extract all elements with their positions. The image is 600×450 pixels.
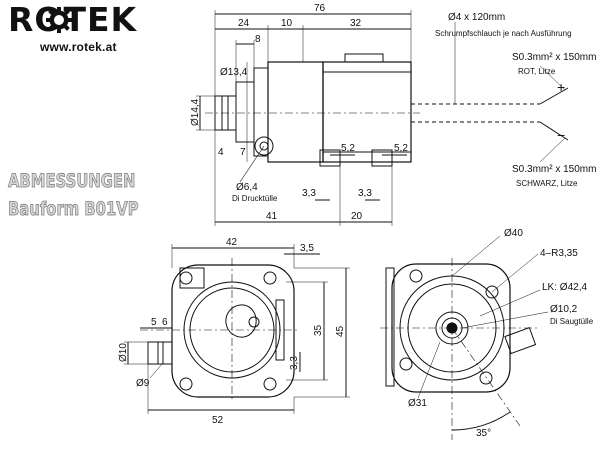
dim-dia-31: Ø31 (408, 398, 427, 409)
foot-right (371, 149, 393, 167)
dim-24: 24 (238, 18, 250, 29)
dim-3-5: 3,5 (300, 243, 314, 254)
rear-mount-hole (399, 357, 413, 371)
dim-dia-10: Ø10 (118, 343, 129, 362)
rotek-logo: ROTEK www.rotek.at (8, 0, 168, 55)
dim-3-3-a: 3,3 (302, 188, 316, 199)
dim-10: 10 (281, 18, 293, 29)
angle-arc (451, 411, 511, 431)
impeller-hub (248, 316, 260, 328)
dim-5-2-b: 5,2 (394, 143, 408, 154)
holes-label: 4–R3,35 (540, 248, 578, 259)
leader-line (461, 311, 549, 329)
leader-line (491, 253, 539, 293)
dim-45: 45 (335, 325, 346, 337)
side-view (196, 10, 569, 226)
dim-5: 5 (151, 317, 157, 328)
dim-41: 41 (266, 211, 278, 222)
dim-20: 20 (351, 211, 363, 222)
di-saugtuelle-label: Di Saugtülle (550, 317, 594, 326)
angle-line (451, 327, 521, 427)
dim-3-3-b: 3,3 (358, 188, 372, 199)
inlet-pipe (147, 341, 173, 365)
dim-76: 76 (314, 3, 326, 14)
rear-mount-hole (479, 371, 493, 385)
dim-dia-40: Ø40 (504, 228, 523, 239)
rear-mount-hole (485, 285, 499, 299)
leader-line (539, 137, 566, 163)
mount-hole (263, 377, 277, 391)
dim-8: 8 (255, 34, 261, 45)
leader-line (149, 363, 163, 379)
outlet-pipe (504, 327, 537, 355)
di-drucktuelle-label: Di Drucktülle (232, 194, 278, 203)
foot-left (319, 149, 341, 167)
rear-mount-hole (409, 269, 423, 283)
brand-name: ROTEK (8, 0, 138, 39)
dim-6: 6 (162, 317, 168, 328)
tube-label: Ø4 x 120mm (448, 12, 505, 23)
tube-sublabel: Schrumpfschlauch je nach Ausführung (435, 29, 572, 38)
dim-3-3: 3,3 (289, 356, 300, 370)
mount-hole (179, 377, 193, 391)
minus-sign: − (557, 127, 565, 143)
brand-url: www.rotek.at (40, 40, 117, 54)
inlet-nozzle (214, 95, 237, 131)
dim-dia-13-4: Ø13,4 (220, 67, 248, 78)
dim-35: 35 (313, 324, 324, 336)
dim-dia-14-4: Ø14,4 (190, 98, 201, 126)
motor-top-tab (344, 53, 384, 63)
dim-7: 7 (240, 147, 246, 158)
leader-line (539, 65, 566, 91)
leader-line (479, 289, 541, 317)
title-bauform: Bauform B01VP (8, 198, 139, 221)
black-spec: S0.3mm² x 150mm (512, 164, 596, 175)
dim-5-2-a: 5,2 (341, 143, 355, 154)
pump-housing (267, 61, 324, 163)
dim-dia-9: Ø9 (136, 378, 150, 389)
gear-icon (46, 7, 72, 33)
leader-line (451, 235, 501, 277)
title-abmessungen: ABMESSUNGEN (8, 170, 136, 193)
front-view (124, 244, 350, 414)
black-color: SCHWARZ, Litze (516, 179, 578, 188)
leader-line (417, 341, 441, 399)
angle-35: 35° (476, 428, 491, 439)
outlet-bore (259, 141, 269, 151)
dim-4: 4 (218, 147, 224, 158)
black-lead (539, 121, 569, 141)
red-color: ROT, Litze (518, 67, 556, 76)
lk-label: LK: Ø42,4 (542, 282, 587, 293)
rear-flange (385, 267, 395, 387)
leader-line (239, 145, 265, 183)
outlet-circle (254, 136, 274, 156)
inlet-stub (235, 81, 255, 143)
red-spec: S0.3mm² x 150mm (512, 52, 596, 63)
dim-52: 52 (212, 415, 224, 426)
dim-dia-10-2: Ø10,2 (550, 304, 578, 315)
rear-view (380, 235, 549, 440)
plus-sign: + (557, 79, 565, 95)
dim-42: 42 (226, 237, 238, 248)
dim-32: 32 (350, 18, 362, 29)
housing-outline (171, 264, 295, 398)
mount-hole (263, 271, 277, 285)
impeller-shape (225, 304, 257, 338)
dim-dia-6-4: Ø6,4 (236, 182, 258, 193)
red-lead (539, 87, 569, 105)
mount-hole (179, 271, 193, 285)
